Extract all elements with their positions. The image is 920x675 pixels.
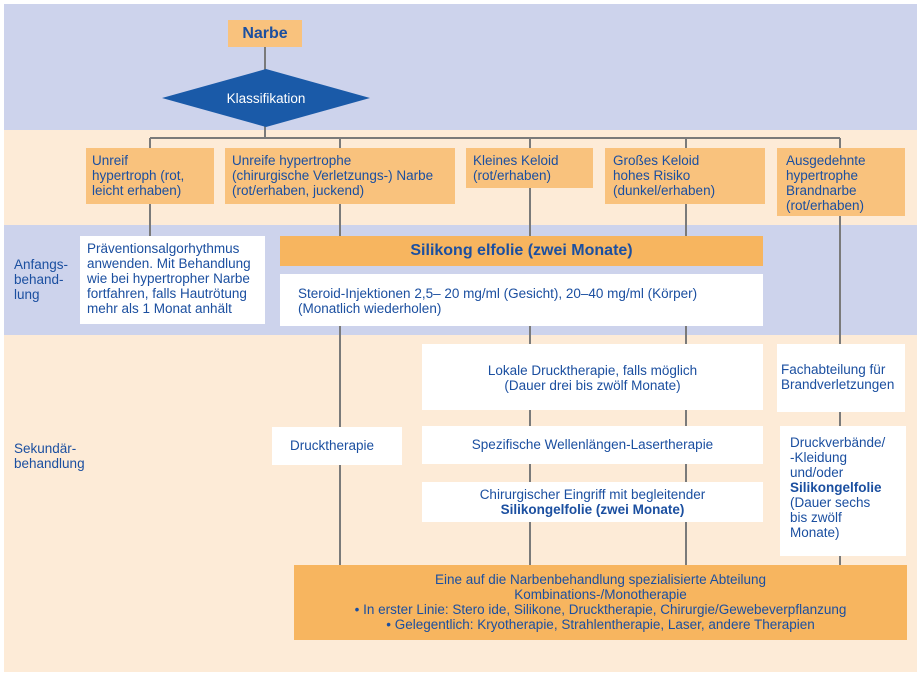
- category-immature-hypertrophic: Unreif hypertroph (rot, leicht erhaben): [86, 148, 214, 204]
- laser-box: Spezifische Wellenlängen-Lasertherapie: [422, 426, 763, 464]
- category-label: Unreife hypertrophe (chirurgische Verlet…: [232, 153, 434, 198]
- dressing-text-1: Druckverbände/ -Kleidung und/oder: [790, 435, 886, 480]
- silicone-sheet-box: Silikong elfolie (zwei Monate): [280, 236, 763, 266]
- local-pressure-box: Lokale Drucktherapie, falls möglich (Dau…: [422, 344, 763, 410]
- classification-diamond: Klassifikation: [162, 69, 370, 127]
- surgery-text-1: Chirurgischer Eingriff mit begleitender: [479, 487, 706, 502]
- dressing-box: Druckverbände/ -Kleidung und/oder Siliko…: [780, 426, 906, 556]
- steroid-box: Steroid-Injektionen 2,5– 20 mg/ml (Gesic…: [280, 274, 763, 326]
- silicone-sheet-text: Silikong elfolie (zwei Monate): [410, 242, 633, 259]
- classification-label: Klassifikation: [227, 91, 306, 106]
- dressing-text-3: (Dauer sechs bis zwölf Monate): [790, 495, 871, 540]
- category-label: Kleines Keloid (rot/erhaben): [473, 153, 559, 183]
- category-label: Großes Keloid hohes Risiko (dunkel/erhab…: [613, 153, 716, 198]
- final-line-4: • Gelegentlich: Kryotherapie, Strahlenth…: [386, 617, 815, 632]
- steroid-text: Steroid-Injektionen 2,5– 20 mg/ml (Gesic…: [298, 286, 698, 316]
- dressing-text-2: Silikongelfolie: [790, 480, 882, 495]
- burn-unit-text: Fachabteilung für Brandverletzungen: [781, 362, 895, 392]
- local-pressure-text: Lokale Drucktherapie, falls möglich (Dau…: [487, 363, 698, 393]
- category-label: Unreif hypertroph (rot, leicht erhaben): [92, 153, 185, 198]
- pressure-therapy-text: Drucktherapie: [290, 438, 375, 453]
- surgery-box: Chirurgischer Eingriff mit begleitender …: [422, 482, 763, 522]
- category-label: Ausgedehnte hypertrophe Brandnarbe (rot/…: [786, 153, 866, 213]
- burn-unit-box: Fachabteilung für Brandverletzungen: [777, 344, 905, 412]
- category-burn-scar: Ausgedehnte hypertrophe Brandnarbe (rot/…: [777, 148, 905, 216]
- specialized-department-box: Eine auf die Narbenbehandlung spezialisi…: [294, 565, 907, 640]
- final-line-1: Eine auf die Narbenbehandlung spezialisi…: [435, 572, 766, 587]
- category-large-keloid: Großes Keloid hohes Risiko (dunkel/erhab…: [605, 148, 765, 204]
- prevention-text: Präventionsalgorhythmus anwenden. Mit Be…: [87, 241, 251, 316]
- root-label: Narbe: [242, 25, 288, 42]
- surgery-text-2: Silikongelfolie (zwei Monate): [500, 502, 685, 517]
- top-band: [4, 4, 917, 130]
- final-line-3: • In erster Linie: Stero ide, Silikone, …: [354, 602, 847, 617]
- phase-secondary-label: Sekundär- behandlung: [14, 441, 85, 471]
- prevention-box: Präventionsalgorhythmus anwenden. Mit Be…: [80, 236, 265, 324]
- root-node: Narbe: [228, 20, 302, 47]
- final-line-2: Kombinations-/Monotherapie: [514, 587, 687, 602]
- pressure-therapy-box: Drucktherapie: [272, 427, 402, 465]
- category-small-keloid: Kleines Keloid (rot/erhaben): [466, 148, 593, 188]
- phase-initial-label: Anfangs- behand- lung: [14, 257, 69, 302]
- laser-text: Spezifische Wellenlängen-Lasertherapie: [471, 437, 714, 452]
- category-surgical-hypertrophic: Unreife hypertrophe (chirurgische Verlet…: [225, 148, 455, 204]
